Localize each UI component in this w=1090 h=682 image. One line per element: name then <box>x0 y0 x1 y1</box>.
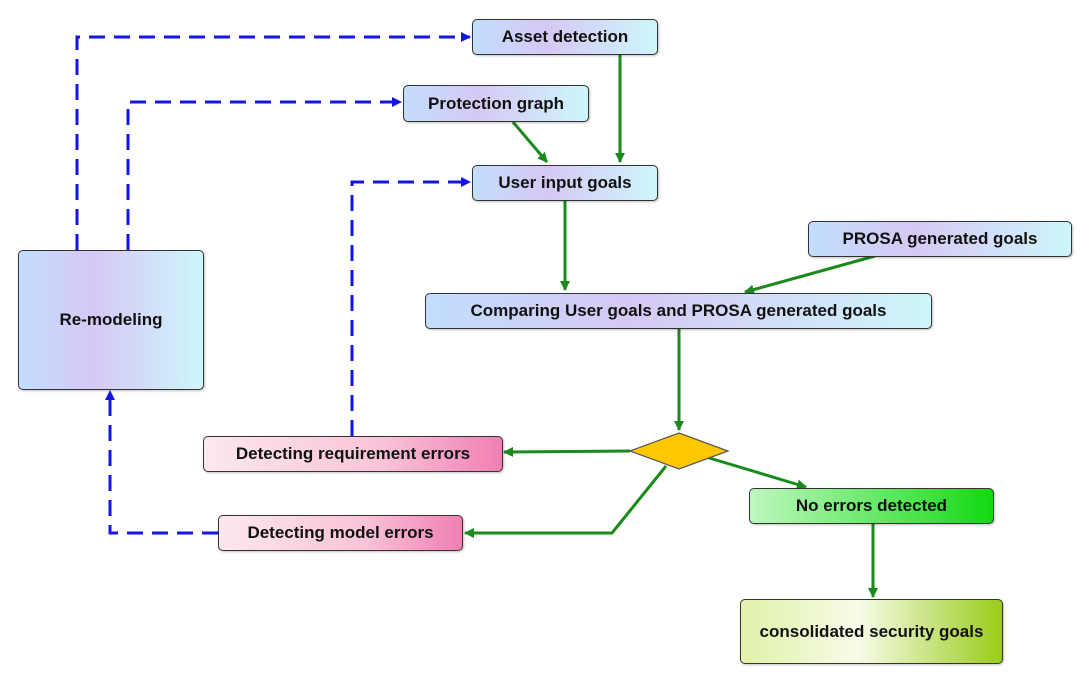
arrow-protection-to-user-input <box>511 121 549 163</box>
consolidated-security-goals-node: consolidated security goals <box>740 599 1003 664</box>
detecting-model-errors-node: Detecting model errors <box>218 515 463 551</box>
arrow-decision-to-requirement-errors <box>503 446 631 457</box>
arrow-model-errors-to-remodeling <box>105 390 218 535</box>
arrow-decision-to-no-errors <box>705 455 807 490</box>
asset-detection-node: Asset detection <box>472 19 658 55</box>
arrow-requirement-errors-to-user-input <box>350 177 471 436</box>
user-input-goals-node: User input goals <box>472 165 658 201</box>
re-modeling-node: Re-modeling <box>18 250 204 390</box>
arrow-prosa-to-comparing <box>744 254 876 295</box>
arrow-decision-to-model-errors <box>464 465 668 538</box>
detecting-requirement-errors-node: Detecting requirement errors <box>203 436 503 472</box>
no-errors-detected-node: No errors detected <box>749 488 994 524</box>
decision-diamond <box>628 432 730 470</box>
arrow-remodeling-to-asset-detection <box>75 32 471 250</box>
comparing-goals-node: Comparing User goals and PROSA generated… <box>425 293 932 329</box>
arrow-remodeling-to-protection-graph <box>126 97 402 250</box>
protection-graph-node: Protection graph <box>403 85 589 122</box>
prosa-generated-goals-node: PROSA generated goals <box>808 221 1072 257</box>
